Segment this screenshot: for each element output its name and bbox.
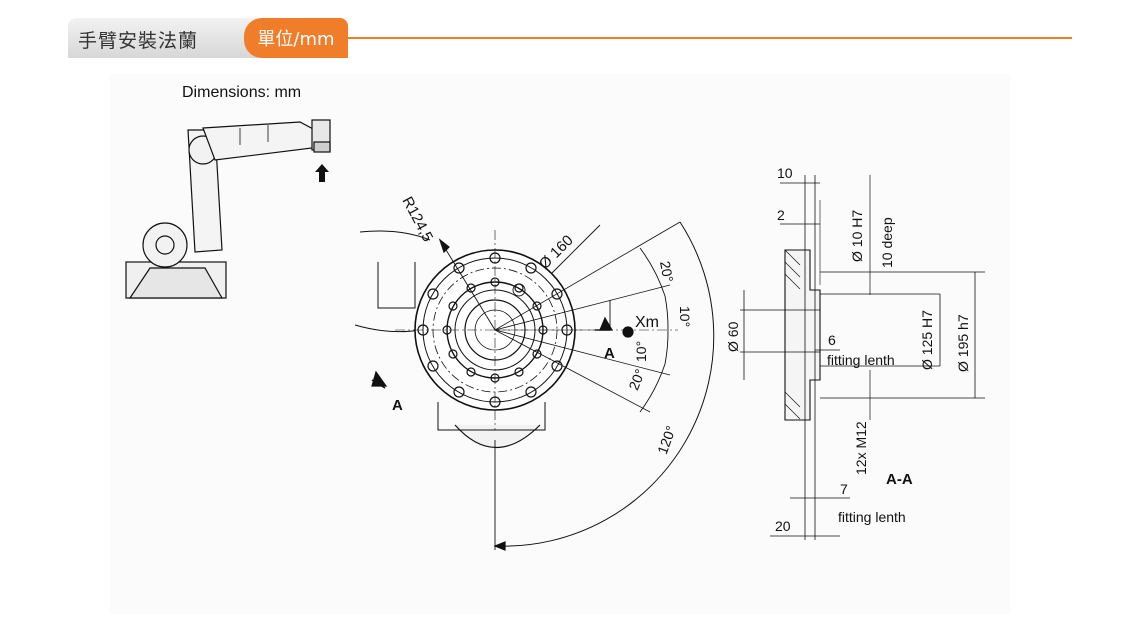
robot-caption: Dimensions: mm <box>182 84 301 101</box>
header-divider <box>348 37 1072 39</box>
arrow-up-icon <box>315 164 329 182</box>
flange-front-view: R124,5 Ø 160 20° 10° Xm 10° 20° 120° <box>354 194 715 551</box>
fitting-length-label-1: fitting lenth <box>827 352 895 368</box>
angle-20-top-label: 20° <box>657 260 676 284</box>
angle-120-label: 120° <box>654 424 679 457</box>
robot-arm-illustration: Dimensions: mm <box>125 84 331 299</box>
xm-label: Xm <box>635 314 659 331</box>
drawing-canvas: Dimensions: mm <box>125 84 985 551</box>
angle-20-bottom-label: 20° <box>625 367 648 393</box>
page-title: 手臂安裝法蘭 <box>78 30 199 52</box>
page-header: 手臂安裝法蘭 單位/mm <box>68 18 1072 58</box>
angle-10-top-label: 10° <box>677 306 693 327</box>
dia-195-label: Ø 195 h7 <box>955 314 971 372</box>
dia-125-label: Ø 125 H7 <box>919 310 935 370</box>
dia-60-label: Ø 60 <box>725 321 741 352</box>
unit-badge: 單位/mm <box>244 18 348 58</box>
fitting-length-label-2: fitting lenth <box>838 509 906 525</box>
technical-drawing: Dimensions: mm <box>110 74 1010 614</box>
dim-2: 2 <box>777 207 785 223</box>
section-title: A-A <box>886 471 913 488</box>
hole-label: Ø 10 H7 <box>849 210 865 262</box>
dim-10-top: 10 <box>777 165 793 181</box>
angle-10-bottom-label: 10° <box>633 341 649 362</box>
section-mark-left: A <box>392 397 403 414</box>
depth-label: 10 deep <box>879 217 895 268</box>
radius-label: R124,5 <box>398 194 436 245</box>
dim-20: 20 <box>775 518 791 534</box>
section-mark-right: A <box>604 345 615 362</box>
unit-label: 單位/mm <box>257 29 335 50</box>
thread-label: 12x M12 <box>853 421 869 475</box>
dim-6: 6 <box>828 332 836 348</box>
dim-7: 7 <box>840 481 848 497</box>
section-a-a-view: 10 2 Ø 10 H7 10 deep Ø 60 6 fitting lent… <box>725 165 985 540</box>
bolt-circle-label: Ø 160 <box>536 232 577 273</box>
title-tab: 手臂安裝法蘭 <box>68 18 278 58</box>
